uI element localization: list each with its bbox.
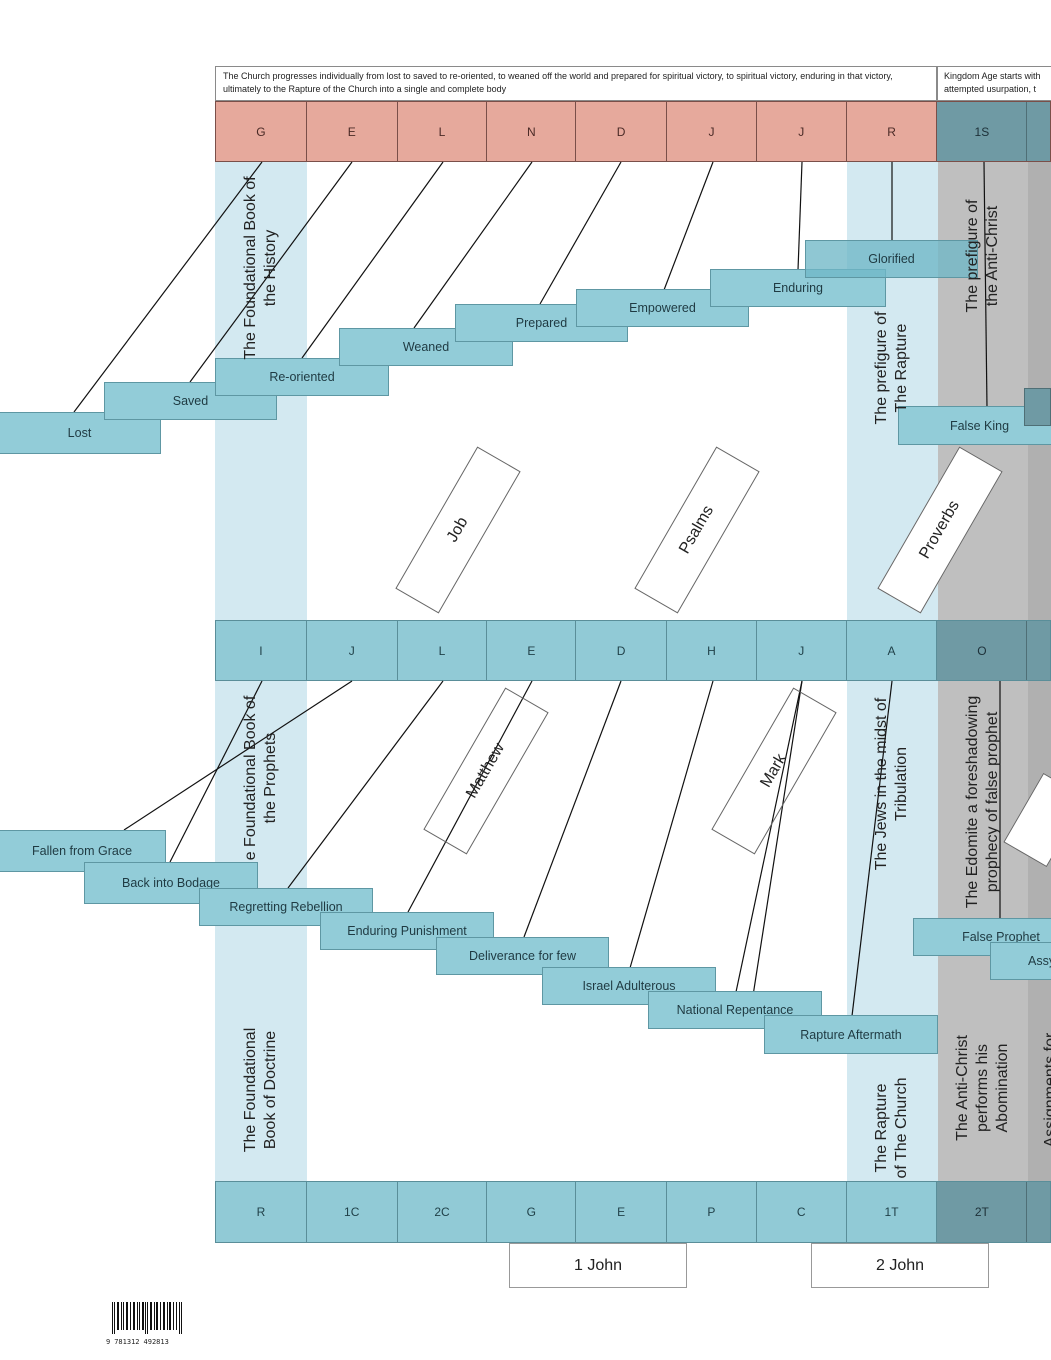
barcode-digit-left: 9 bbox=[106, 1338, 111, 1346]
bottom-cell: G bbox=[487, 1182, 577, 1242]
label-foundational-doctrine: The Foundational Book of Doctrine bbox=[242, 1027, 279, 1153]
top-cell: D bbox=[576, 102, 668, 161]
label-jews-tribulation: The Jews in the midst of Tribulation bbox=[873, 697, 910, 871]
top-cell: N bbox=[487, 102, 577, 161]
kingdom-age-line1: Kingdom Age starts with bbox=[944, 71, 1041, 81]
label-prefigure-rapture: The prefigure of The Rapture bbox=[873, 311, 910, 425]
intro-text-box: The Church progresses individually from … bbox=[215, 66, 937, 101]
label-edomite: The Edomite a foreshadowing prophecy of … bbox=[964, 695, 1001, 909]
bottom-cell: P bbox=[667, 1182, 757, 1242]
mid-cell: J bbox=[756, 621, 847, 680]
top-cell: J bbox=[756, 102, 847, 161]
barcode-bars-icon bbox=[112, 1302, 182, 1334]
box-1-john: 1 John bbox=[509, 1243, 687, 1288]
step-enduring: Enduring bbox=[710, 269, 886, 307]
step-glorified: Glorified bbox=[805, 240, 978, 278]
bottom-cell: R bbox=[216, 1182, 307, 1242]
mid-cell: L bbox=[397, 621, 488, 680]
mid-cell: A bbox=[846, 621, 938, 680]
top-cell: 1S bbox=[937, 102, 1028, 161]
bottom-cell: 1C bbox=[306, 1182, 398, 1242]
top-cell: E bbox=[306, 102, 398, 161]
bottom-letter-row: R 1C 2C G E P C 1T 2T bbox=[215, 1181, 1051, 1243]
top-cell-edge bbox=[1027, 102, 1050, 161]
step-edge-right bbox=[1024, 388, 1051, 426]
bottom-cell: E bbox=[576, 1182, 668, 1242]
label-foundational-history: The Foundational Book of the History bbox=[242, 176, 279, 360]
top-cell: G bbox=[216, 102, 307, 161]
barcode-digits-mid: 781312 bbox=[114, 1338, 140, 1346]
top-cell: L bbox=[397, 102, 488, 161]
label-prefigure-antichrist: The prefigure of the Anti-Christ bbox=[964, 199, 1001, 313]
mid-cell: O bbox=[937, 621, 1028, 680]
intro-text: The Church progresses individually from … bbox=[223, 71, 893, 94]
step-assy-label: Assy bbox=[1028, 954, 1051, 968]
kingdom-age-line2: attempted usurpation, t bbox=[944, 84, 1037, 94]
step-fallen-from-grace: Fallen from Grace bbox=[0, 830, 166, 872]
middle-letter-row: I J L E D H J A O bbox=[215, 620, 1051, 681]
box-2-john: 2 John bbox=[811, 1243, 989, 1288]
label-foundational-prophets: e Foundational Book of the Prophets bbox=[242, 695, 279, 861]
barcode-digits-right: 492813 bbox=[143, 1338, 169, 1346]
step-israel-adulterous: Israel Adulterous bbox=[542, 967, 716, 1005]
bottom-cell-edge bbox=[1027, 1182, 1050, 1242]
step-rapture-aftermath: Rapture Aftermath bbox=[764, 1015, 938, 1054]
bottom-cell: 1T bbox=[846, 1182, 938, 1242]
mid-cell: J bbox=[306, 621, 398, 680]
bottom-cell: 2T bbox=[937, 1182, 1028, 1242]
top-letter-row: G E L N D J J R 1S bbox=[215, 101, 1051, 162]
label-abomination: The Anti-Christ performs his Abomination bbox=[954, 1035, 1011, 1141]
mid-cell: I bbox=[216, 621, 307, 680]
barcode: 9 781312 492813 bbox=[106, 1302, 186, 1346]
mid-cell: E bbox=[487, 621, 577, 680]
top-cell: R bbox=[846, 102, 938, 161]
mid-cell: D bbox=[576, 621, 668, 680]
kingdom-age-text-box: Kingdom Age starts with attempted usurpa… bbox=[937, 66, 1051, 101]
top-cell: J bbox=[667, 102, 757, 161]
mid-cell-edge bbox=[1027, 621, 1050, 680]
bottom-cell: C bbox=[756, 1182, 847, 1242]
label-rapture-church: The Rapture of The Church bbox=[873, 1077, 910, 1179]
mid-cell: H bbox=[667, 621, 757, 680]
step-national-repentance: National Repentance bbox=[648, 991, 822, 1029]
step-assy: Assy bbox=[990, 942, 1051, 980]
label-assignments: Assignments for bbox=[1042, 1032, 1051, 1148]
bottom-cell: 2C bbox=[397, 1182, 488, 1242]
